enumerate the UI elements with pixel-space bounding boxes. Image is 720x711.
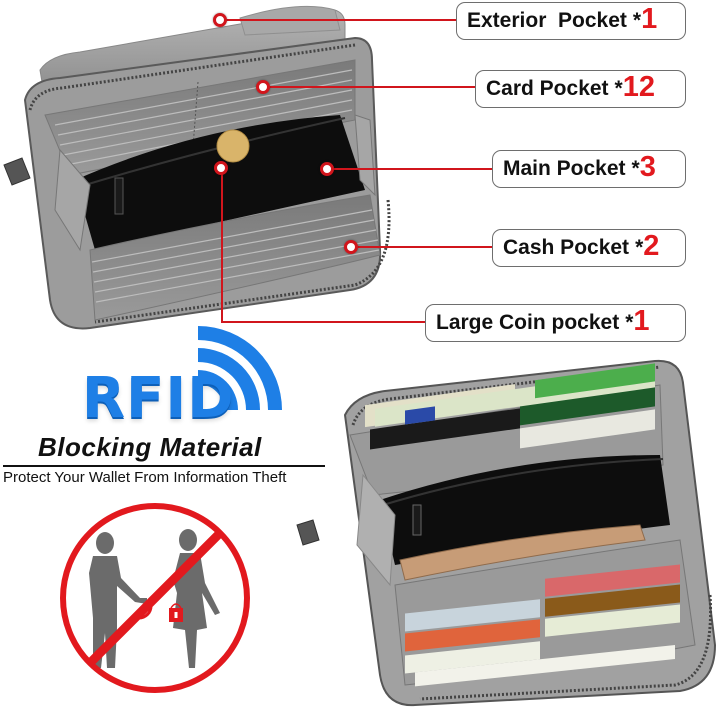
no-rfid-theft-icon [60, 503, 250, 693]
callout-count: 3 [639, 150, 656, 183]
callout-star: * [632, 9, 642, 32]
callout-label: Cash Pocket [503, 236, 630, 259]
callout-label: Main Pocket [503, 157, 626, 180]
callout-star: * [635, 236, 644, 259]
leader-line-exterior [220, 19, 458, 21]
leader-line-cash [351, 246, 493, 248]
marker-cash-pocket [344, 240, 358, 254]
heading-divider [3, 465, 325, 467]
callout-star: * [631, 157, 640, 180]
callout-cash-pocket: Cash Pocket * 2 [492, 229, 686, 267]
open-wallet-interior-image [3, 5, 391, 330]
callout-exterior-pocket: Exterior Pocket * 1 [456, 2, 686, 40]
callout-star: * [614, 77, 623, 100]
leader-line-main [327, 168, 493, 170]
callout-count: 1 [633, 304, 650, 337]
callout-count: 2 [643, 229, 660, 262]
marker-main-pocket [320, 162, 334, 176]
protect-wallet-subheading: Protect Your Wallet From Information The… [3, 469, 287, 486]
blocking-material-heading: Blocking Material [38, 432, 262, 462]
callout-count: 1 [641, 2, 658, 35]
callout-star: * [625, 311, 634, 334]
callout-label: Exterior Pocket [467, 9, 627, 32]
callout-count: 12 [622, 70, 655, 103]
leader-line-coin-vertical [221, 168, 223, 323]
rfid-logo-text: RFID [82, 366, 235, 431]
marker-card-pocket [256, 80, 270, 94]
filled-wallet-image [296, 359, 717, 707]
wifi-signal-icon [198, 326, 282, 410]
leader-line-card [263, 86, 477, 88]
callout-large-coin-pocket: Large Coin pocket * 1 [425, 304, 686, 342]
marker-exterior-pocket [213, 13, 227, 27]
callout-label: Large Coin pocket [436, 311, 620, 334]
callout-card-pocket: Card Pocket * 12 [475, 70, 686, 108]
callout-main-pocket: Main Pocket * 3 [492, 150, 686, 188]
marker-coin-pocket [214, 161, 228, 175]
leader-line-coin-horizontal [221, 321, 427, 323]
callout-label: Card Pocket [486, 77, 609, 100]
